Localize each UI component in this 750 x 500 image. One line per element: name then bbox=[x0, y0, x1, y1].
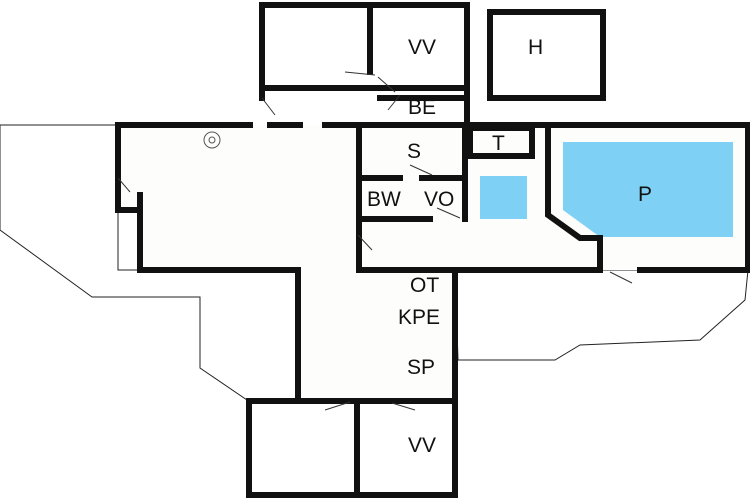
room-label-h: H bbox=[528, 36, 543, 59]
drain-icon bbox=[203, 131, 221, 149]
room-label-t: T bbox=[492, 132, 505, 155]
room-label-sp: SP bbox=[407, 356, 435, 379]
room-label-be: BE bbox=[408, 96, 436, 119]
door-swings bbox=[117, 71, 633, 411]
room-label-vv-top: VV bbox=[408, 36, 436, 59]
terrace-right bbox=[454, 269, 749, 361]
room-label-ot: OT bbox=[410, 274, 439, 297]
room-label-vo: VO bbox=[424, 188, 454, 211]
room-label-s: S bbox=[407, 140, 421, 163]
room-label-bw: BW bbox=[367, 188, 401, 211]
walls bbox=[115, 2, 750, 498]
spa-tub bbox=[480, 176, 527, 219]
room-label-vv-bottom: VV bbox=[408, 434, 436, 457]
pool bbox=[563, 142, 733, 237]
room-label-kpe: KPE bbox=[398, 306, 440, 329]
room-label-p: P bbox=[638, 183, 652, 206]
